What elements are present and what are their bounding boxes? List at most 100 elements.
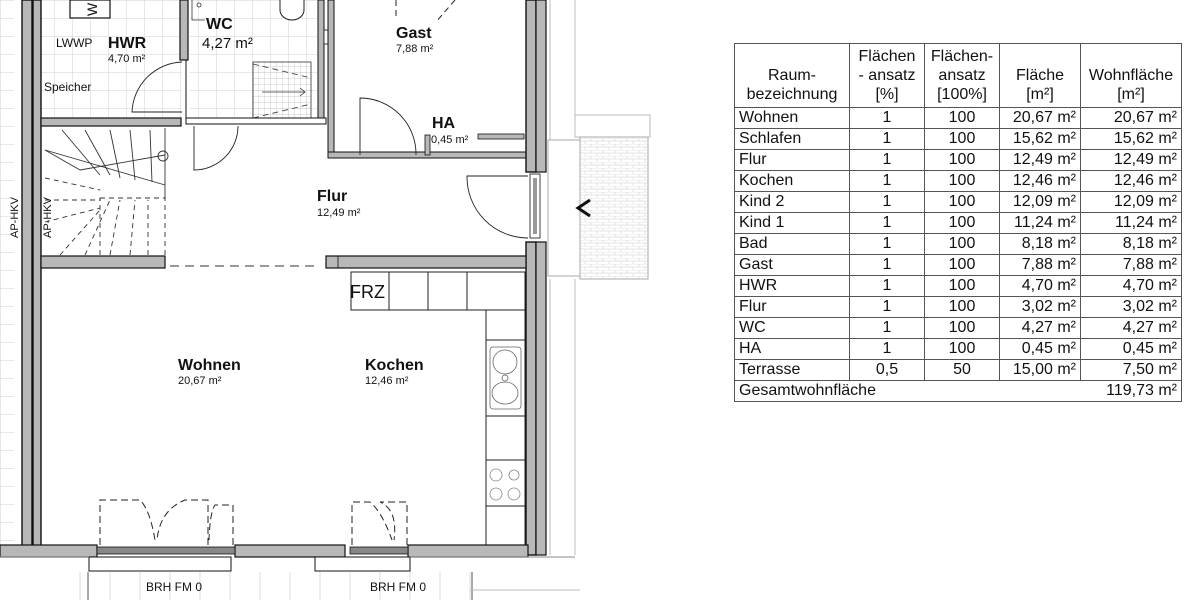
cell-factor: 1 xyxy=(849,317,925,339)
cell-percent: 50 xyxy=(924,359,1000,381)
cell-room: Terrasse xyxy=(734,359,850,381)
cell-room: Flur xyxy=(734,296,850,318)
cell-factor: 1 xyxy=(849,233,925,255)
cell-living: 11,24 m² xyxy=(1080,212,1182,234)
cell-area: 20,67 m² xyxy=(999,107,1081,129)
header-line: [m²] xyxy=(1117,86,1145,103)
header-line: Raum- xyxy=(767,67,816,84)
cell-living: 7,88 m² xyxy=(1080,254,1182,276)
cell-living: 12,09 m² xyxy=(1080,191,1182,213)
cell-area: 12,46 m² xyxy=(999,170,1081,192)
kitchen-sink xyxy=(489,346,522,410)
room-name-wc: WC xyxy=(206,16,233,33)
cell-factor: 1 xyxy=(849,296,925,318)
header-flaechenansatz-percent: Flächen - ansatz [%] xyxy=(849,43,925,108)
cell-area: 12,49 m² xyxy=(999,149,1081,171)
cell-percent: 100 xyxy=(924,275,1000,297)
washer-label: W xyxy=(84,2,100,16)
cell-room: Schlafen xyxy=(734,128,850,150)
kitchen-stove xyxy=(489,468,521,501)
cell-area: 0,45 m² xyxy=(999,338,1081,360)
cell-room: Flur xyxy=(734,149,850,171)
room-name-wohnen: Wohnen xyxy=(178,357,241,374)
header-raumbezeichnung: Raum- bezeichnung xyxy=(734,43,850,108)
floor-plan-drawing xyxy=(0,0,651,600)
toilet xyxy=(279,0,305,21)
cell-factor: 1 xyxy=(849,191,925,213)
cell-room: Kind 1 xyxy=(734,212,850,234)
room-area-ha: 0,45 m² xyxy=(431,134,469,146)
cell-area: 4,27 m² xyxy=(999,317,1081,339)
room-area-wohnen: 20,67 m² xyxy=(178,375,222,387)
cell-percent: 100 xyxy=(924,149,1000,171)
entrance-step xyxy=(579,136,649,280)
cell-room: Bad xyxy=(734,233,850,255)
cell-room: HA xyxy=(734,338,850,360)
table-total-row: Gesamtwohnfläche 119,73 m² xyxy=(734,380,1182,402)
table-header-row: Raum- bezeichnung Flächen - ansatz [%] F… xyxy=(734,43,1182,108)
cell-room: Gast xyxy=(734,254,850,276)
cell-percent: 100 xyxy=(924,317,1000,339)
entrance-arrow-icon xyxy=(575,198,591,218)
staircase xyxy=(44,128,169,257)
cell-living: 12,49 m² xyxy=(1080,149,1182,171)
cell-area: 4,70 m² xyxy=(999,275,1081,297)
kitchen-counter xyxy=(350,271,526,547)
washer-box xyxy=(69,0,111,19)
room-name-gast: Gast xyxy=(396,25,432,42)
header-line: Fläche xyxy=(1015,67,1065,84)
bottom-wall xyxy=(0,544,575,572)
header-line: - ansatz xyxy=(858,67,916,84)
cell-percent: 100 xyxy=(924,338,1000,360)
cell-living: 4,70 m² xyxy=(1080,275,1182,297)
hwr-door xyxy=(131,61,183,113)
cell-factor: 1 xyxy=(849,128,925,150)
header-line: [%] xyxy=(875,86,899,103)
header-line: [m²] xyxy=(1026,86,1054,103)
cell-percent: 100 xyxy=(924,170,1000,192)
area-table: Raum- bezeichnung Flächen - ansatz [%] F… xyxy=(734,43,1182,402)
cell-factor: 0,5 xyxy=(849,359,925,381)
cell-living: 7,50 m² xyxy=(1080,359,1182,381)
header-flaeche: Fläche [m²] xyxy=(999,43,1081,108)
cell-percent: 100 xyxy=(924,233,1000,255)
header-line: Wohnfläche xyxy=(1088,67,1174,84)
entrance-door xyxy=(466,175,529,239)
floor-plan: W LWWP HWR 4,70 m² Speicher WC 4,27 m² G… xyxy=(0,0,651,600)
cell-room: Kind 2 xyxy=(734,191,850,213)
cell-percent: 100 xyxy=(924,191,1000,213)
cell-factor: 1 xyxy=(849,212,925,234)
cell-percent: 100 xyxy=(924,212,1000,234)
cell-area: 8,18 m² xyxy=(999,233,1081,255)
cell-room: WC xyxy=(734,317,850,339)
frz-label: FRZ xyxy=(350,282,385,302)
cell-area: 15,62 m² xyxy=(999,128,1081,150)
cell-room: HWR xyxy=(734,275,850,297)
cell-room: Wohnen xyxy=(734,107,850,129)
cell-percent: 100 xyxy=(924,107,1000,129)
cell-factor: 1 xyxy=(849,338,925,360)
cell-factor: 1 xyxy=(849,170,925,192)
room-name-hwr: HWR xyxy=(108,35,147,52)
brh-label-right: BRH FM 0 xyxy=(370,580,427,594)
cell-percent: 100 xyxy=(924,128,1000,150)
ap-hkv-label-right: AP-HKV xyxy=(42,197,54,238)
cell-room: Kochen xyxy=(734,170,850,192)
speicher-label: Speicher xyxy=(44,80,92,94)
cell-area: 12,09 m² xyxy=(999,191,1081,213)
cell-factor: 1 xyxy=(849,149,925,171)
room-name-ha: HA xyxy=(432,115,456,132)
room-name-flur: Flur xyxy=(317,188,348,205)
cell-percent: 100 xyxy=(924,296,1000,318)
total-value: 119,73 m² xyxy=(999,380,1182,402)
room-area-gast: 7,88 m² xyxy=(396,43,434,55)
